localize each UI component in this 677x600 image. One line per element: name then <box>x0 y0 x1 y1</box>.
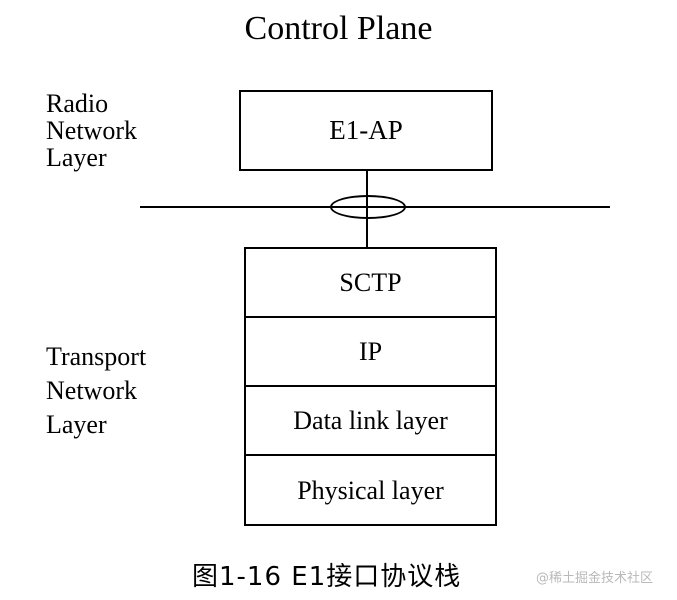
e1-ap-label: E1-AP <box>329 115 403 145</box>
connector-line-upper <box>366 171 368 206</box>
transport-label-line-2: Network <box>46 376 137 405</box>
stack-layer-data-link: Data link layer <box>246 387 495 456</box>
transport-protocol-stack: SCTP IP Data link layer Physical layer <box>244 247 497 526</box>
interface-ellipse <box>330 195 406 219</box>
watermark: @稀土掘金技术社区 <box>536 571 654 586</box>
figure-caption: 图1-16 E1接口协议栈 <box>192 562 462 592</box>
transport-network-layer-label: Transport Network Layer <box>46 340 146 442</box>
radio-label-line-2: Network <box>46 116 137 145</box>
e1-ap-box: E1-AP <box>239 90 493 171</box>
radio-network-layer-label: Radio Network Layer <box>46 90 137 171</box>
transport-label-line-1: Transport <box>46 342 147 371</box>
radio-label-line-1: Radio <box>46 89 109 118</box>
radio-label-line-3: Layer <box>46 143 107 172</box>
stack-layer-sctp: SCTP <box>246 249 495 318</box>
connector-line-lower <box>366 208 368 247</box>
transport-label-line-3: Layer <box>46 410 107 439</box>
stack-layer-physical: Physical layer <box>297 475 444 505</box>
diagram-title: Control Plane <box>244 10 433 47</box>
stack-layer-ip: IP <box>246 318 495 387</box>
